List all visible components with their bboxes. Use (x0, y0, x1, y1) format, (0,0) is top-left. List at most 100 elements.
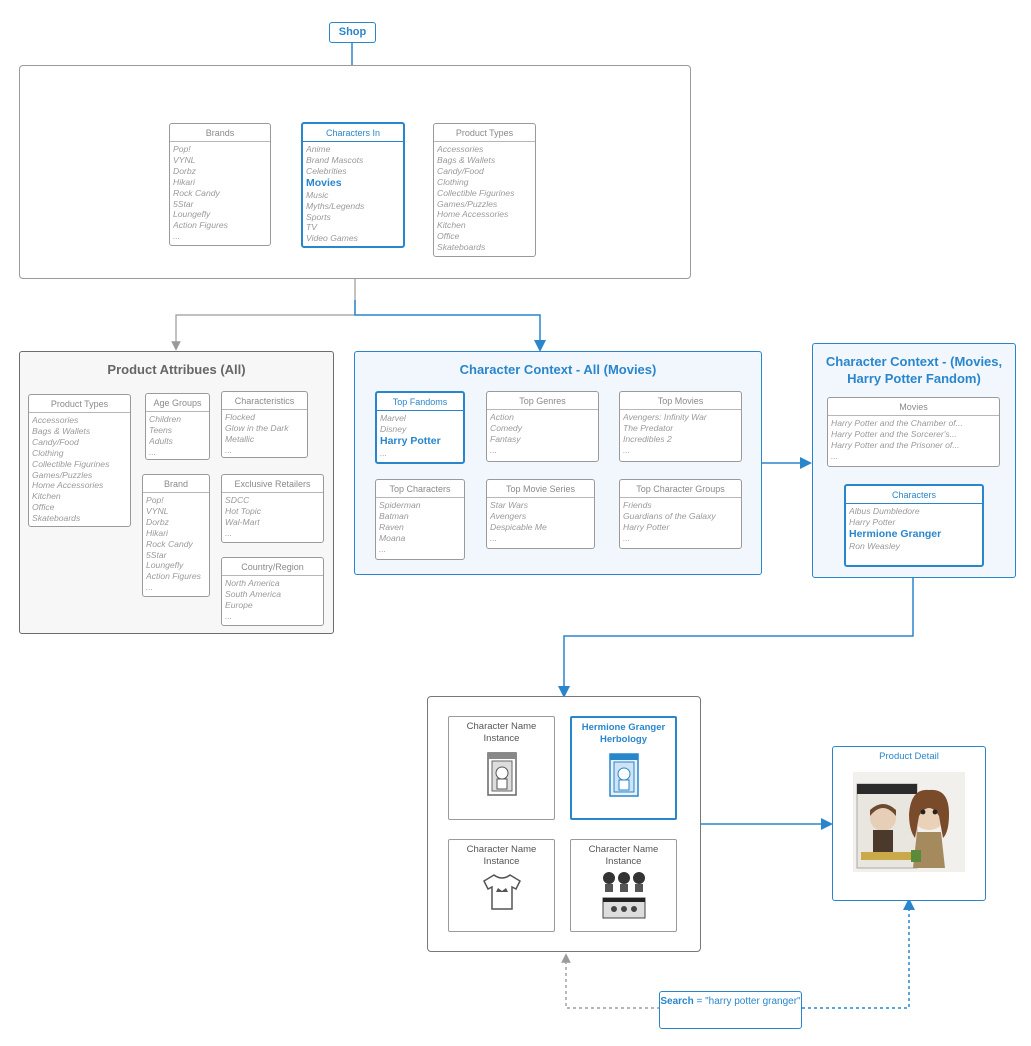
list-item[interactable]: Office (437, 231, 460, 242)
list-item[interactable]: Music (306, 189, 329, 200)
list-item[interactable]: 5Star (173, 198, 194, 209)
list-item[interactable]: Loungefly (173, 209, 211, 220)
list-item[interactable]: Kitchen (32, 491, 61, 502)
list-item[interactable]: Harry Potter (623, 521, 670, 532)
list-item[interactable]: The Predator (623, 422, 674, 433)
list-item[interactable]: ... (225, 527, 233, 538)
list-item[interactable]: Dorbz (146, 516, 169, 527)
list-item[interactable]: Adults (149, 435, 173, 446)
list-item[interactable]: Guardians of the Galaxy (623, 510, 716, 521)
list-item[interactable]: ... (146, 582, 154, 593)
list-item[interactable]: Candy/Food (32, 436, 79, 447)
list-item[interactable]: South America (225, 588, 282, 599)
list-item[interactable]: Video Games (306, 233, 358, 244)
list-item[interactable]: Action Figures (173, 220, 228, 231)
list-item[interactable]: TV (306, 222, 317, 233)
list-item[interactable]: Marvel (380, 413, 406, 423)
list-item[interactable]: Teens (149, 424, 173, 435)
list-item[interactable]: Harry Potter (380, 434, 441, 447)
list-item[interactable]: Brand Mascots (306, 154, 364, 165)
list-item[interactable]: Home Accessories (32, 480, 104, 491)
list-item[interactable]: Skateboards (32, 513, 81, 524)
list-item[interactable]: Wal-Mart (225, 516, 260, 527)
list-item[interactable]: Despicable Me (490, 521, 547, 532)
list-item[interactable]: Loungefly (146, 560, 184, 571)
list-item[interactable]: ... (490, 444, 498, 455)
list-item[interactable]: Accessories (32, 415, 79, 425)
list-item[interactable]: Incredibles 2 (623, 433, 672, 444)
list-item[interactable]: Europe (225, 599, 253, 610)
list-item[interactable]: SDCC (225, 495, 250, 505)
list-item[interactable]: Action (490, 412, 514, 422)
list-item[interactable]: Rock Candy (146, 538, 193, 549)
list-item[interactable]: Dorbz (173, 165, 196, 176)
instance-card-2[interactable]: Hermione Granger Herbology (570, 716, 677, 820)
list-item[interactable]: Hot Topic (225, 505, 261, 516)
list-item[interactable]: Harry Potter and the Chamber of... (831, 418, 963, 428)
list-item[interactable]: Skateboards (437, 242, 486, 253)
list-item[interactable]: Office (32, 502, 55, 513)
list-item[interactable]: Ron Weasley (849, 540, 900, 551)
list-item[interactable]: Friends (623, 500, 652, 510)
list-item[interactable]: Raven (379, 521, 404, 532)
list-item[interactable]: Hermione Granger (849, 527, 942, 540)
shop-node[interactable]: Shop (329, 22, 376, 43)
list-item[interactable]: Sports (306, 211, 331, 222)
list-item[interactable]: Collectible Figurines (437, 187, 515, 198)
list-item[interactable]: Action Figures (146, 571, 201, 582)
list-item[interactable]: Hikari (173, 176, 195, 187)
list-item[interactable]: Accessories (437, 144, 484, 154)
list-item[interactable]: Comedy (490, 422, 522, 433)
search-query-box[interactable]: Search = "harry potter granger" (659, 991, 802, 1029)
list-item[interactable]: Rock Candy (173, 187, 220, 198)
instance-card-4[interactable]: Character Name Instance (570, 839, 677, 932)
list-item[interactable]: Games/Puzzles (437, 198, 498, 209)
list-item[interactable]: Clothing (437, 176, 469, 187)
list-item[interactable]: Children (149, 414, 182, 424)
list-item[interactable]: ... (149, 446, 157, 457)
list-item[interactable]: ... (623, 532, 631, 543)
list-item[interactable]: Moana (379, 532, 406, 543)
list-item[interactable]: Collectible Figurines (32, 458, 110, 469)
list-item[interactable]: ... (379, 543, 387, 554)
list-item[interactable]: Games/Puzzles (32, 469, 93, 480)
list-item[interactable]: Star Wars (490, 500, 529, 510)
list-item[interactable]: ... (380, 447, 388, 458)
list-item[interactable]: Flocked (225, 412, 256, 422)
list-item[interactable]: Myths/Legends (306, 200, 365, 211)
list-item[interactable]: Avengers: Infinity War (623, 412, 707, 422)
list-item[interactable]: Harry Potter (849, 516, 896, 527)
list-item[interactable]: Metallic (225, 433, 255, 444)
list-item[interactable]: Candy/Food (437, 165, 484, 176)
list-item[interactable]: Harry Potter and the Prisoner of... (831, 439, 960, 450)
list-item[interactable]: Fantasy (490, 433, 521, 444)
list-item[interactable]: Celebrities (306, 165, 347, 176)
list-item[interactable]: ... (490, 532, 498, 543)
list-item[interactable]: VYNL (146, 505, 169, 516)
list-item[interactable]: Batman (379, 510, 409, 521)
list-item[interactable]: North America (225, 578, 280, 588)
list-item[interactable]: Albus Dumbledore (849, 506, 920, 516)
list-item[interactable]: Home Accessories (437, 209, 509, 220)
list-item[interactable]: ... (831, 450, 839, 461)
list-item[interactable]: Bags & Wallets (437, 154, 496, 165)
list-item[interactable]: ... (623, 444, 631, 455)
list-item[interactable]: Bags & Wallets (32, 425, 91, 436)
list-item[interactable]: Kitchen (437, 220, 466, 231)
list-item[interactable]: Hikari (146, 527, 168, 538)
